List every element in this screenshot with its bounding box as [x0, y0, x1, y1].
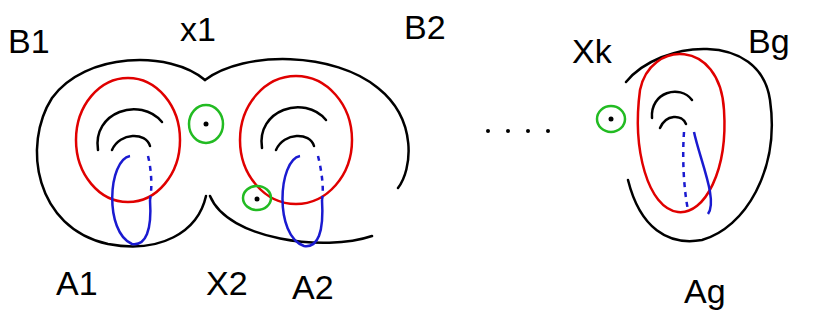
- curve-label: A1: [56, 266, 98, 300]
- puncture-loop: [243, 186, 271, 210]
- b-curve: [638, 54, 725, 212]
- hole: [97, 109, 162, 150]
- hole: [660, 117, 686, 128]
- a-curve: [283, 156, 323, 246]
- curve-label: A2: [292, 270, 334, 304]
- puncture-loop: [597, 106, 625, 132]
- a-curve: [148, 156, 151, 200]
- a-curve: [318, 156, 323, 200]
- a-curve: [683, 132, 688, 210]
- curve-label: x1: [180, 12, 216, 46]
- a-curve: [112, 156, 150, 244]
- surface-outline: [626, 49, 772, 241]
- ellipsis-dot: [526, 129, 530, 133]
- puncture: [255, 197, 260, 202]
- puncture: [609, 117, 614, 122]
- puncture-loop: [189, 105, 223, 143]
- a-curve: [694, 132, 711, 214]
- surface-outline: [205, 59, 409, 188]
- curve-label: X2: [206, 266, 248, 300]
- ellipsis-dot: [506, 129, 510, 133]
- surface-outline: [37, 60, 206, 246]
- hole: [276, 136, 314, 150]
- curve-label: Bg: [748, 24, 790, 58]
- ellipsis-dot: [486, 129, 490, 133]
- ellipsis-dot: [546, 129, 550, 133]
- hole: [261, 107, 326, 148]
- b-curve: [76, 78, 180, 202]
- puncture: [204, 122, 209, 127]
- curve-label: Xk: [572, 34, 612, 68]
- curve-label: B2: [404, 10, 446, 44]
- hole: [652, 92, 692, 118]
- curve-label: Ag: [684, 274, 726, 308]
- hole: [112, 136, 150, 150]
- curve-label: B1: [8, 24, 50, 58]
